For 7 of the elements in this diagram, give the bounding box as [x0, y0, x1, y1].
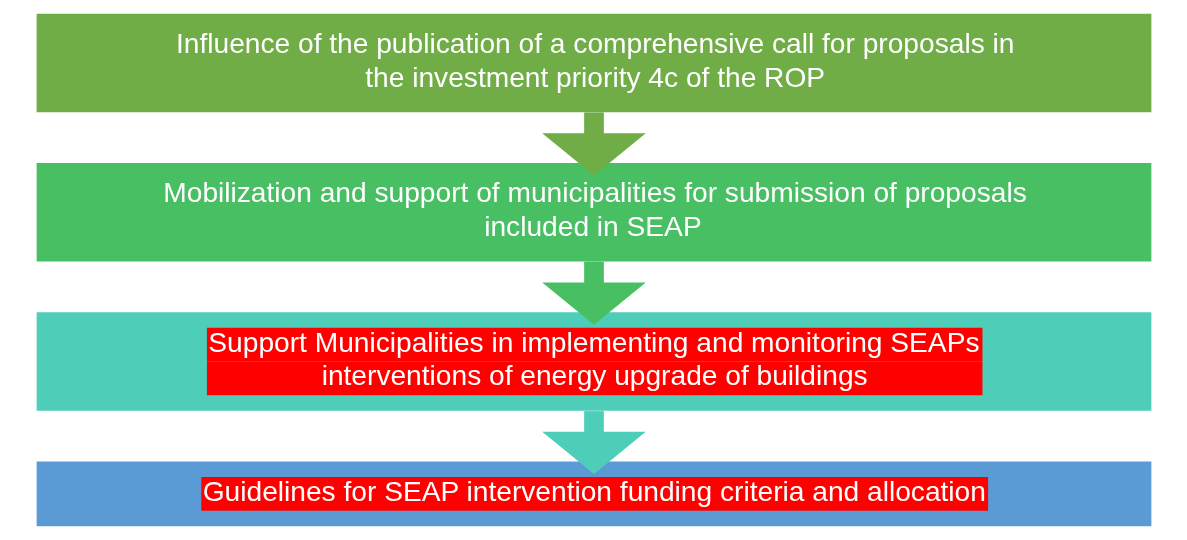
- arrow: [541, 261, 646, 325]
- node-box: Influence of the publication of a comprehensive call for proposals in the investment priority 4c of the ROP: [36, 13, 1151, 113]
- node-box: Guidelines for SEAP intervention funding criteria and allocation: [36, 461, 1151, 527]
- arrow: [541, 112, 646, 176]
- node-box: Support Municipalities in implementing and monitoring SEAPs interventions of energy upgrade of buildings: [36, 312, 1151, 411]
- node-box: Mobilization and support of municipalities for submission of proposals included in SEAP: [36, 163, 1151, 262]
- arrow: [541, 411, 646, 475]
